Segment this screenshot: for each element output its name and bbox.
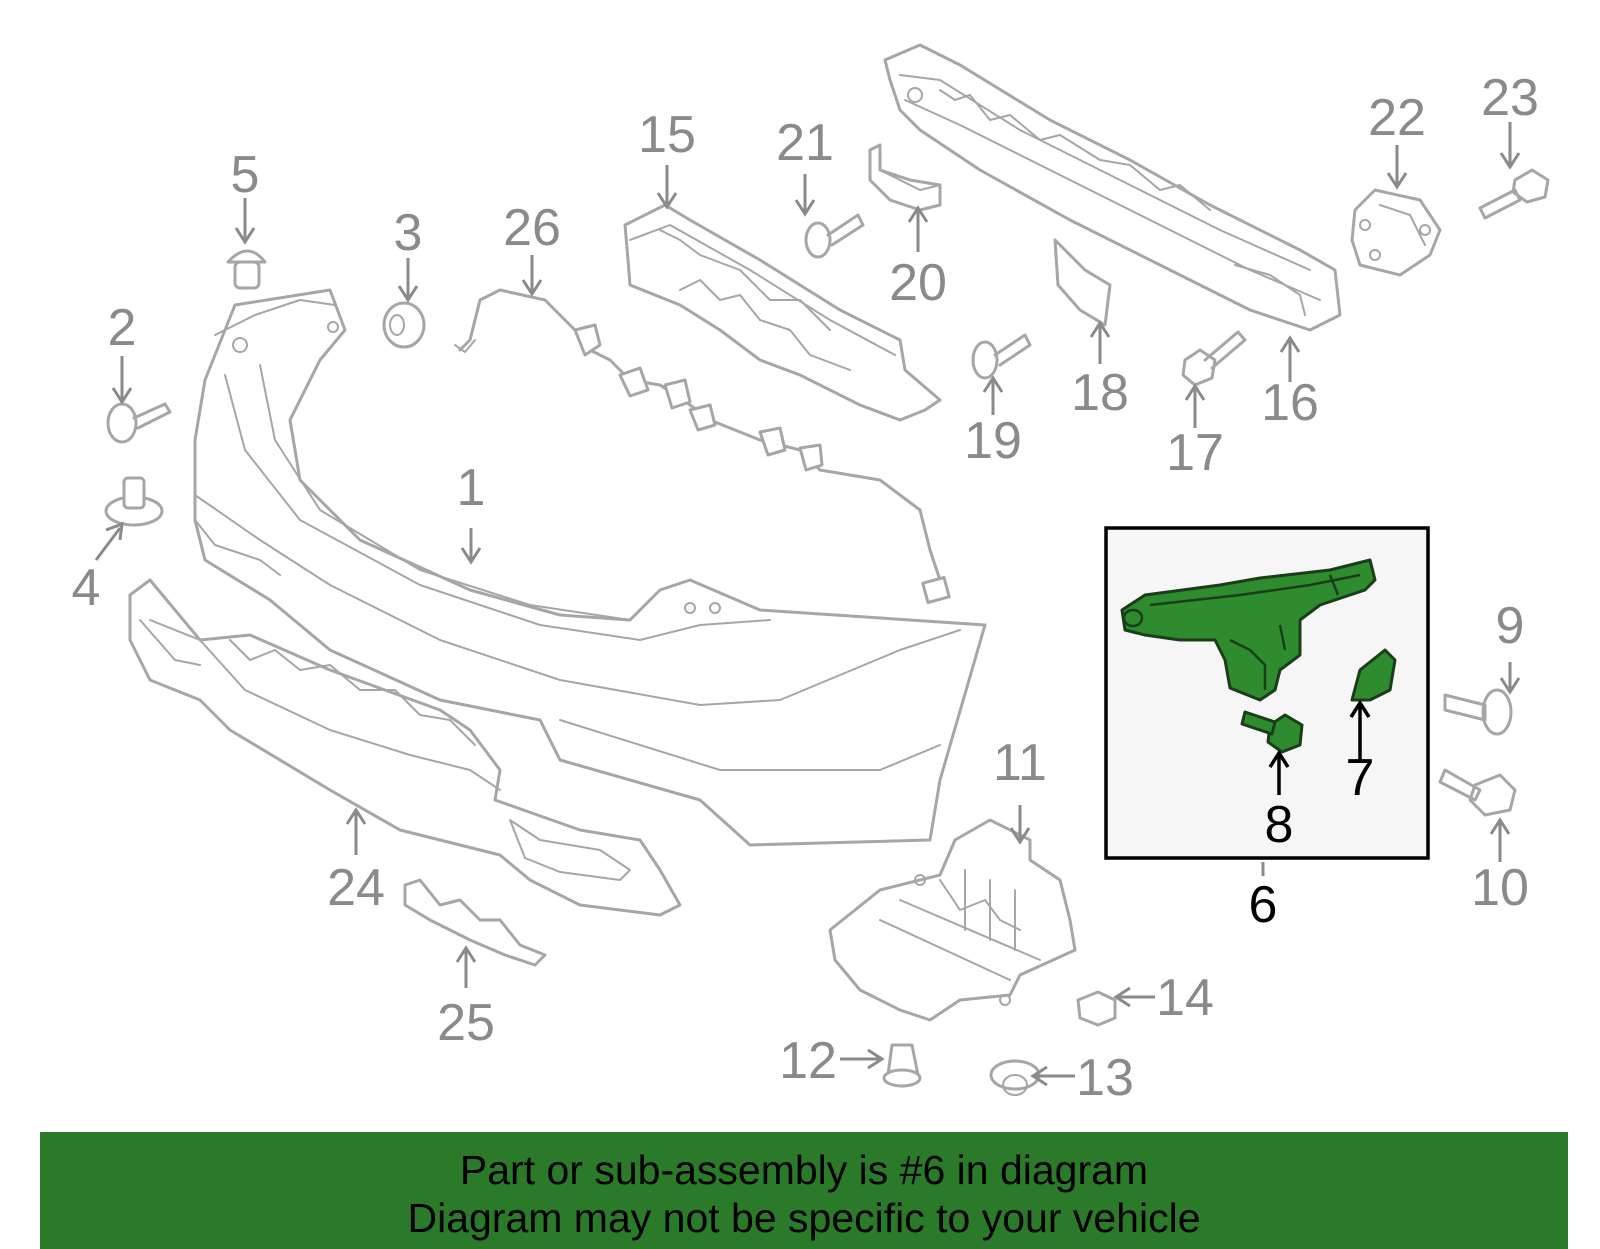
callout-9: 9 xyxy=(1496,597,1525,655)
fastener-12 xyxy=(882,1043,922,1088)
callout-25: 25 xyxy=(437,994,495,1052)
callout-13: 13 xyxy=(1076,1049,1134,1107)
bracket-20 xyxy=(868,143,942,212)
callout-14: 14 xyxy=(1156,969,1214,1027)
bracket-assembly-highlight xyxy=(1120,558,1377,702)
callout-5: 5 xyxy=(231,146,260,204)
callout-20: 20 xyxy=(889,254,947,312)
fastener-10 xyxy=(1438,768,1517,817)
callout-4: 4 xyxy=(72,559,101,617)
pad-18 xyxy=(1053,238,1112,327)
fastener-9 xyxy=(1443,688,1513,736)
splash-shield xyxy=(828,818,1077,1022)
fastener-4 xyxy=(104,476,164,527)
banner-line-1: Part or sub-assembly is #6 in diagram xyxy=(459,1147,1149,1193)
fastener-23 xyxy=(1478,168,1550,220)
energy-absorber xyxy=(623,203,942,422)
fastener-3 xyxy=(382,301,426,349)
callout-21: 21 xyxy=(776,114,834,172)
callout-15: 15 xyxy=(638,106,696,164)
fastener-21 xyxy=(804,213,865,259)
wiring-harness xyxy=(454,288,951,605)
reflector-strip xyxy=(403,878,547,967)
callout-labels: 1 2 3 4 5 6 7 8 9 10 11 12 13 14 15 16 1… xyxy=(72,69,1539,1107)
bolt-8-highlight xyxy=(1240,710,1304,754)
callout-10: 10 xyxy=(1471,859,1529,917)
callout-22: 22 xyxy=(1368,89,1426,147)
leader-lines xyxy=(94,122,1521,1087)
fastener-17 xyxy=(1181,330,1247,387)
reinforcement-beam xyxy=(883,43,1342,332)
callout-1: 1 xyxy=(457,459,486,517)
lower-valance xyxy=(128,578,682,917)
callout-12: 12 xyxy=(779,1032,837,1090)
callout-26: 26 xyxy=(503,199,561,257)
bracket-22 xyxy=(1350,188,1442,277)
callout-19: 19 xyxy=(964,412,1022,470)
fastener-2 xyxy=(106,402,172,444)
callout-23: 23 xyxy=(1481,69,1539,127)
callout-7: 7 xyxy=(1346,749,1375,807)
fastener-19 xyxy=(971,333,1032,380)
callout-24: 24 xyxy=(327,859,385,917)
callout-8: 8 xyxy=(1265,796,1294,854)
callout-18: 18 xyxy=(1071,364,1129,422)
fastener-13 xyxy=(989,1059,1041,1096)
callout-16: 16 xyxy=(1261,374,1319,432)
callout-11: 11 xyxy=(993,734,1047,792)
callout-2: 2 xyxy=(108,299,137,357)
callout-6: 6 xyxy=(1249,876,1278,934)
fastener-14 xyxy=(1076,990,1117,1027)
clip-7-highlight xyxy=(1350,648,1397,702)
rear-bumper-cover xyxy=(193,288,987,847)
fastener-5 xyxy=(226,249,267,290)
callout-3: 3 xyxy=(394,204,423,262)
banner-line-2: Diagram may not be specific to your vehi… xyxy=(407,1195,1201,1241)
callout-17: 17 xyxy=(1166,424,1224,482)
info-banner: Part or sub-assembly is #6 in diagram Di… xyxy=(40,1132,1568,1249)
